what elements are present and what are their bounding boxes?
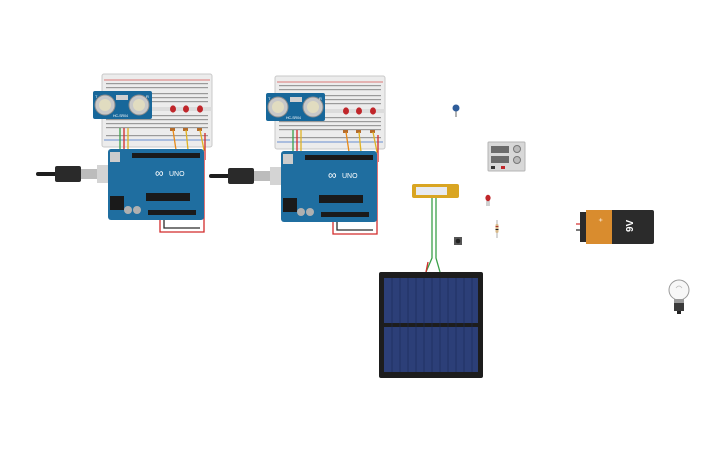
solar-panel[interactable]	[379, 272, 483, 378]
led[interactable]	[183, 105, 189, 113]
slide-panel[interactable]	[412, 184, 459, 198]
led[interactable]	[170, 105, 176, 113]
arduino-uno[interactable]: ∞ UNO	[108, 149, 204, 220]
circuit-2[interactable]: T R HC-SR04	[209, 75, 386, 235]
circuit-1[interactable]: T R HC-SR04	[36, 73, 213, 233]
battery-symbol: +	[598, 218, 605, 222]
arduino-uno[interactable]: ∞ UNO	[281, 151, 377, 222]
power-module[interactable]	[487, 141, 526, 172]
led[interactable]	[356, 107, 362, 115]
arduino-logo: ∞	[155, 166, 164, 180]
sensor-model-label: HC-SR04	[113, 114, 128, 118]
sensor-left-label: T	[268, 96, 271, 101]
battery-9v[interactable]: 9V +	[576, 210, 654, 244]
arduino-model-label: UNO	[342, 173, 358, 180]
led[interactable]	[197, 105, 203, 113]
ultrasonic-sensor[interactable]: T R HC-SR04	[93, 91, 152, 119]
ultrasonic-sensor[interactable]: T R HC-SR04	[266, 93, 325, 121]
arduino-model-label: UNO	[169, 171, 185, 178]
battery-label: 9V	[625, 219, 636, 232]
pushbutton-icon[interactable]	[454, 237, 462, 245]
capacitor-icon[interactable]	[452, 104, 460, 118]
resistor-icon[interactable]	[495, 220, 499, 238]
arduino-logo: ∞	[328, 168, 337, 182]
led[interactable]	[485, 194, 491, 206]
sensor-left-label: T	[95, 94, 98, 99]
led[interactable]	[343, 107, 349, 115]
usb-cable-icon[interactable]	[209, 167, 283, 185]
led-group[interactable]	[343, 107, 376, 133]
lightbulb-icon[interactable]	[668, 279, 690, 314]
led-group[interactable]	[170, 105, 203, 131]
sensor-model-label: HC-SR04	[286, 116, 301, 120]
sensor-right-label: R	[146, 94, 149, 99]
usb-cable-icon[interactable]	[36, 165, 110, 183]
led[interactable]	[370, 107, 376, 115]
sensor-right-label: R	[319, 96, 322, 101]
